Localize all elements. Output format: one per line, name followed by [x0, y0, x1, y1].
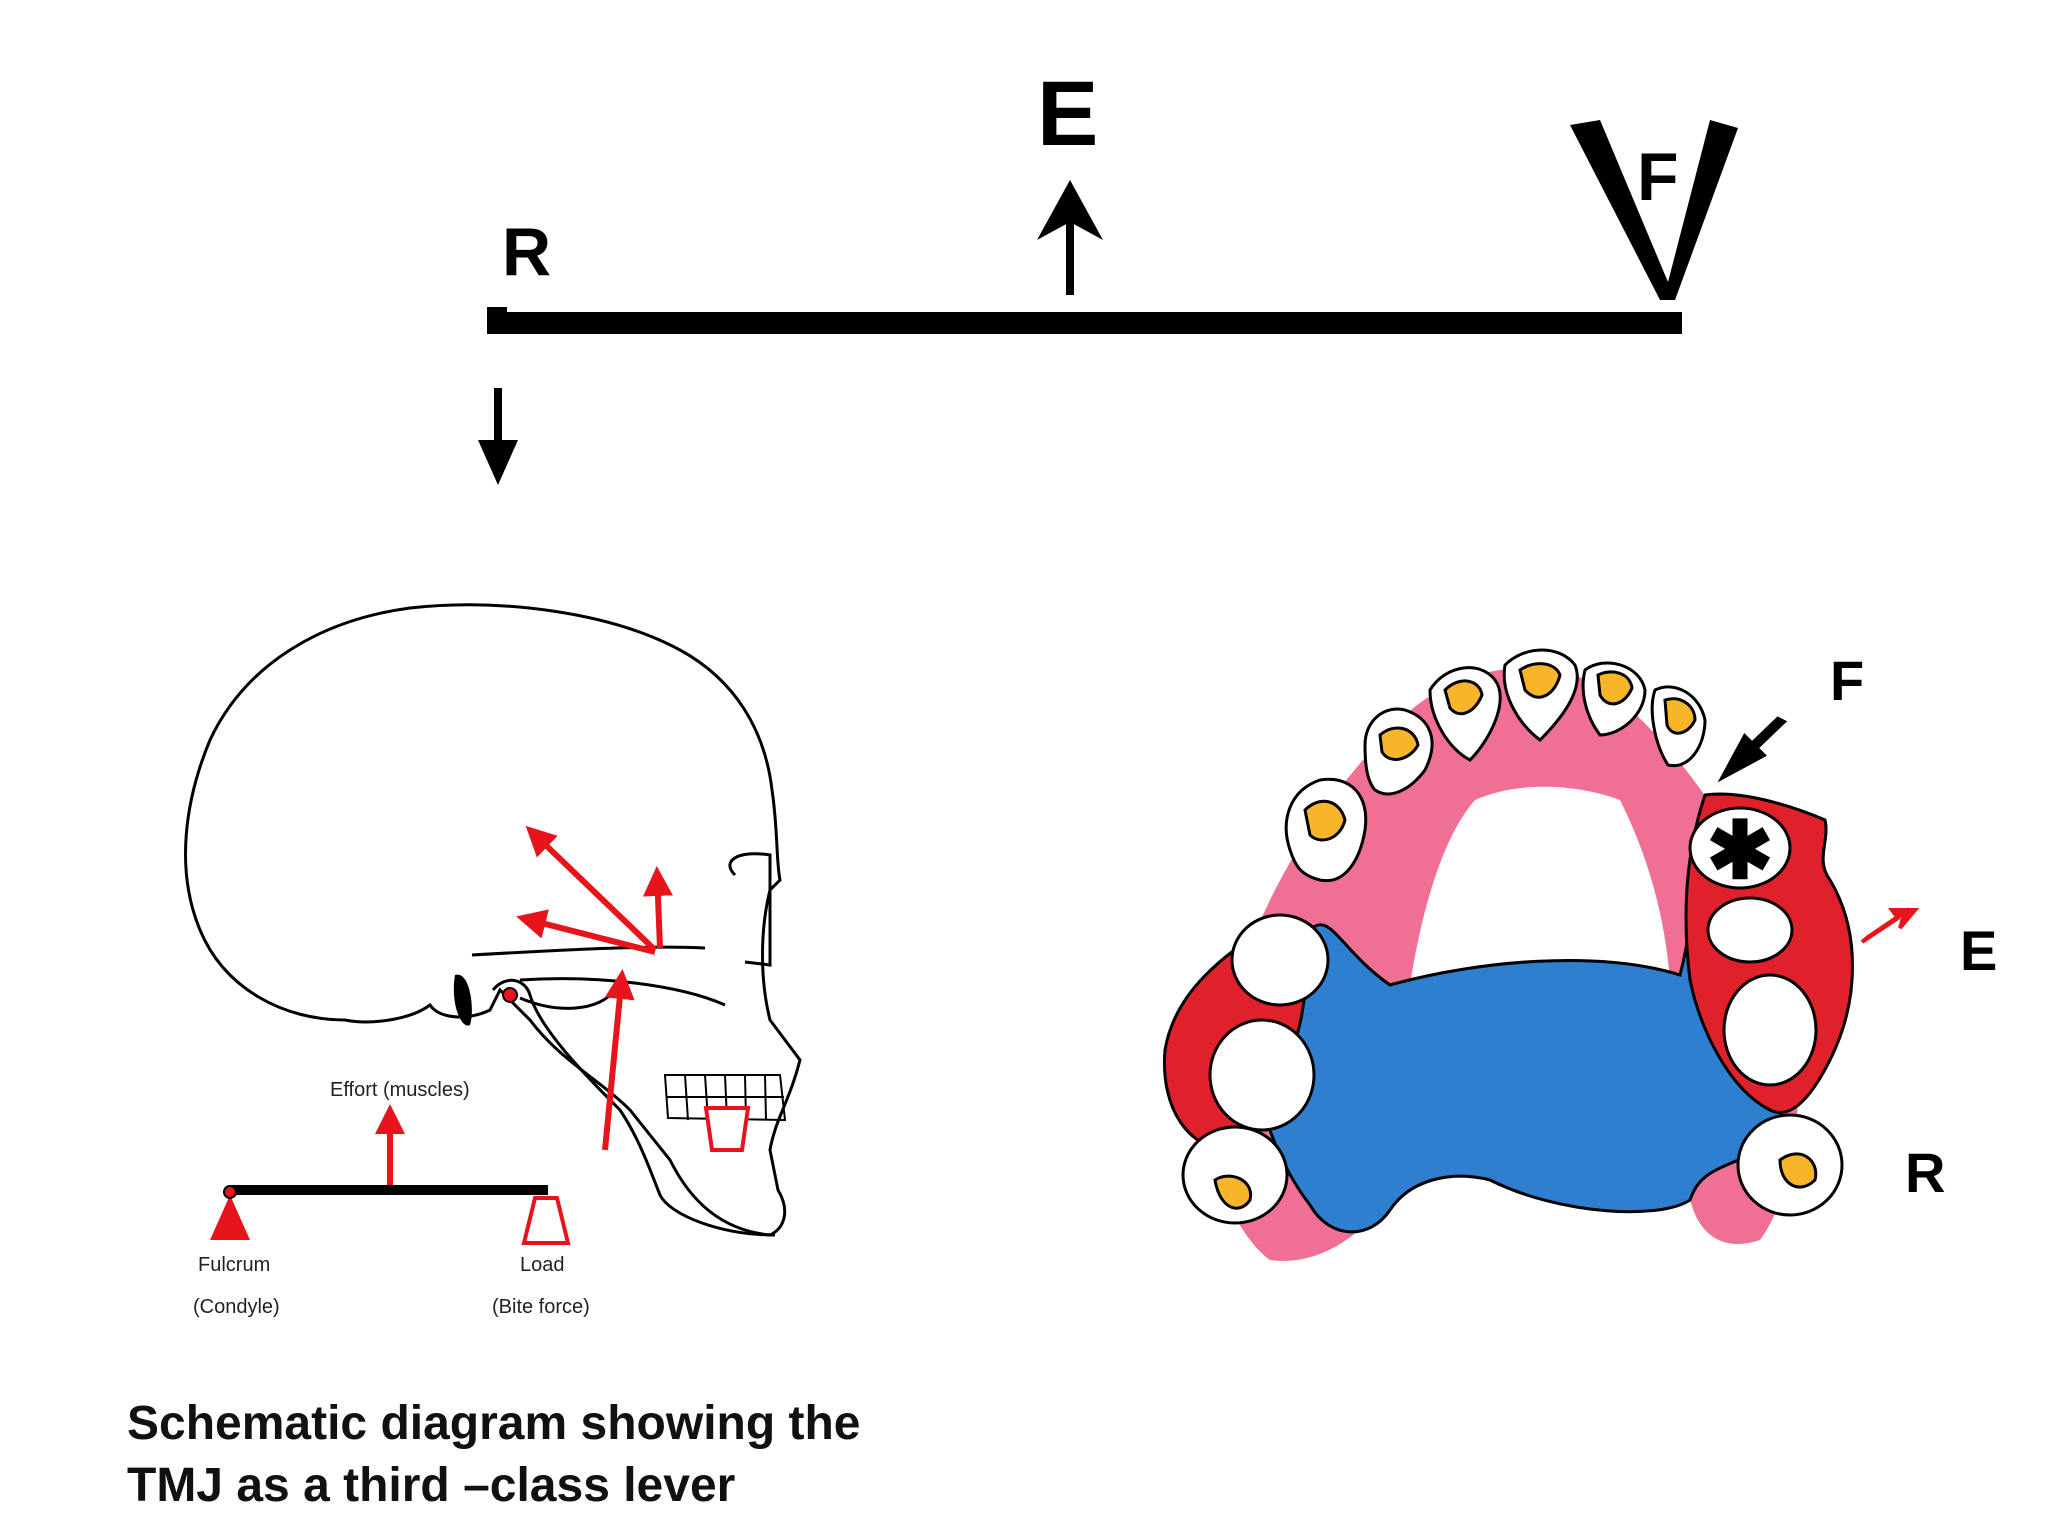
- bite-load-marker: [703, 1106, 751, 1152]
- denture-label-r: R: [1905, 1141, 1945, 1204]
- lever-fulcrum-v: [1570, 120, 1738, 300]
- skull-orbit: [728, 852, 772, 967]
- skull-cranium: [184, 603, 802, 1237]
- lever-label-r: R: [502, 214, 551, 290]
- skull-zygomatic-arch: [471, 945, 726, 1007]
- denture-label-e: E: [1960, 919, 1997, 982]
- load-label: Load: [520, 1254, 565, 1276]
- skull-mandible: [491, 979, 776, 1237]
- lever-schematic: R E F: [478, 63, 1738, 485]
- right-posterior-teeth: [1706, 896, 1844, 1217]
- palate-opening: [1410, 786, 1670, 985]
- effort-label: Effort (muscles): [330, 1079, 470, 1101]
- denture-fulcrum-arrow: [1717, 716, 1788, 783]
- lever-bar: [487, 312, 1682, 334]
- skull-ear-canal: [453, 974, 472, 1026]
- anterior-teeth: [1284, 648, 1707, 883]
- lever-label-f: F: [1637, 139, 1679, 215]
- lever-resistance-arrow: [478, 388, 518, 485]
- denture-diagram: ✱ F E R: [1162, 648, 1997, 1261]
- skull-fulcrum-triangle: [210, 1195, 250, 1240]
- muscle-effort-arrows: [516, 825, 673, 1151]
- left-posterior-teeth: [1181, 913, 1330, 1225]
- skull-diagram: Effort (muscles) Fulcrum (Condyle) Load …: [184, 603, 802, 1318]
- lever-bar-end-notch: [487, 307, 507, 317]
- occlusal-rest: [1688, 806, 1792, 890]
- skull-fulcrum-pivot: [223, 1185, 237, 1199]
- fulcrum-sublabel: (Condyle): [193, 1296, 280, 1318]
- lever-label-e: E: [1037, 63, 1098, 165]
- caption-line-2: TMJ as a third –class lever: [127, 1459, 736, 1512]
- fulcrum-label: Fulcrum: [198, 1254, 270, 1276]
- skull-load-trapezoid: [521, 1196, 571, 1245]
- condyle-dot: [502, 987, 518, 1003]
- lever-effort-arrow: [1037, 180, 1103, 295]
- denture-effort-arrow: [1860, 907, 1920, 944]
- load-sublabel: (Bite force): [492, 1296, 590, 1318]
- occlusal-rest-symbol: ✱: [1706, 806, 1773, 895]
- denture-label-f: F: [1830, 649, 1864, 712]
- caption-line-1: Schematic diagram showing the: [127, 1397, 861, 1450]
- figure-caption: Schematic diagram showing the TMJ as a t…: [127, 1393, 1027, 1517]
